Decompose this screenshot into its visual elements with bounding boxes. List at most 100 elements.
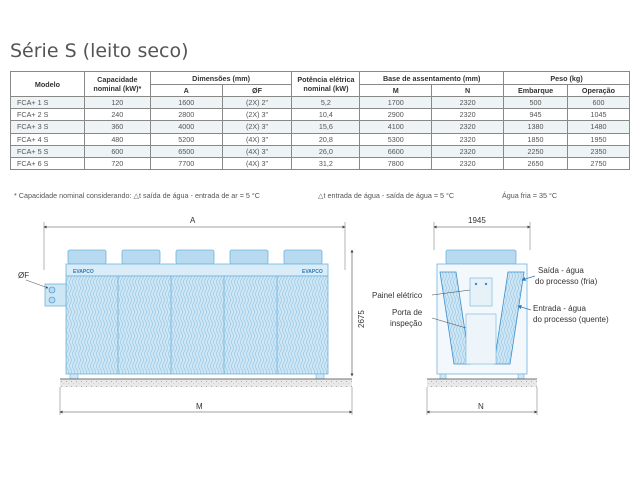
- callout-entrada-line2: do processo (quente): [533, 315, 609, 324]
- cell-potencia: 20,8: [291, 132, 361, 146]
- cell-capacidade: 240: [83, 108, 151, 122]
- table-row: FCA+ 6 S 720 7700 (4X) 3" 31,2 7800 2320…: [10, 156, 630, 171]
- footnote-delta-water: △t entrada de água - saída de água = 5 °…: [318, 191, 455, 200]
- cell-operacao: 1045: [567, 108, 630, 122]
- header-potencia: Potência elétrica nominal (kW): [291, 71, 361, 97]
- cell-operacao: 1480: [567, 120, 630, 134]
- table-row: FCA+ 2 S 240 2800 (2X) 3" 10,4 2900 2320…: [10, 108, 630, 122]
- fan-unit: [283, 249, 323, 265]
- cell-capacidade: 120: [83, 95, 151, 110]
- header-dim-a: A: [149, 84, 223, 97]
- panel-indicator-icon: [474, 282, 478, 286]
- cell-of: (4X) 3": [221, 156, 293, 171]
- ground-base: [427, 379, 537, 387]
- cell-embarque: 2250: [503, 144, 568, 158]
- cell-modelo: FCA+ 5 S: [10, 144, 85, 158]
- cell-capacidade: 480: [83, 132, 151, 146]
- callout-painel-leader: [431, 289, 471, 296]
- cell-of: (2X) 3": [221, 108, 293, 122]
- cell-m: 5300: [359, 132, 433, 146]
- cell-of: (4X) 3": [221, 144, 293, 158]
- dim-n-label: N: [478, 402, 484, 411]
- cell-potencia: 31,2: [291, 156, 361, 171]
- pipe-flange-icon: [48, 286, 56, 294]
- unit-coil-body: [65, 275, 329, 375]
- inspection-door: [465, 313, 497, 365]
- side-view: 1945 N Saída - água do processo (fria) P…: [372, 216, 609, 415]
- footnote-cold-water: Água fria = 35 °C: [502, 191, 558, 200]
- callout-saida-line2: do processo (fria): [535, 277, 598, 286]
- page-title: Série S (leito seco): [10, 40, 189, 62]
- dim-width-label: 1945: [468, 216, 486, 225]
- cell-embarque: 1850: [503, 132, 568, 146]
- unit-leg: [439, 373, 447, 380]
- cell-n: 2320: [431, 120, 505, 134]
- cell-n: 2320: [431, 95, 505, 110]
- fan-unit: [445, 249, 517, 265]
- cell-m: 4100: [359, 120, 433, 134]
- cell-a: 7700: [149, 156, 223, 171]
- fan-unit: [175, 249, 215, 265]
- cell-operacao: 600: [567, 95, 630, 110]
- unit-leg: [69, 373, 79, 380]
- unit-top-band: [65, 263, 329, 277]
- header-base: Base de assentamento (mm): [359, 71, 505, 85]
- fan-unit: [121, 249, 161, 265]
- cell-capacidade: 720: [83, 156, 151, 171]
- unit-leg: [315, 373, 325, 380]
- cell-n: 2320: [431, 108, 505, 122]
- cell-modelo: FCA+ 2 S: [10, 108, 85, 122]
- cell-of: (2X) 3": [221, 120, 293, 134]
- table-row: FCA+ 1 S 120 1600 (2X) 2" 5,2 1700 2320 …: [10, 95, 630, 110]
- cell-n: 2320: [431, 156, 505, 171]
- cell-capacidade: 600: [83, 144, 151, 158]
- header-peso-operacao: Operação: [567, 84, 630, 97]
- cell-m: 7800: [359, 156, 433, 171]
- pipe-connection: [44, 283, 67, 307]
- cell-of: (4X) 3": [221, 132, 293, 146]
- fan-unit: [67, 249, 107, 265]
- cell-n: 2320: [431, 144, 505, 158]
- header-peso-embarque: Embarque: [503, 84, 568, 97]
- header-capacidade: Capacidade nominal (kW)*: [83, 71, 151, 97]
- fan-unit: [229, 249, 269, 265]
- cell-m: 2900: [359, 108, 433, 122]
- cell-a: 4000: [149, 120, 223, 134]
- unit-leg: [517, 373, 525, 380]
- cell-a: 5200: [149, 132, 223, 146]
- header-base-m: M: [359, 84, 433, 97]
- callout-porta-line2: inspeção: [390, 319, 423, 328]
- table-row: FCA+ 3 S 360 4000 (2X) 3" 15,6 4100 2320…: [10, 120, 630, 134]
- cell-operacao: 2350: [567, 144, 630, 158]
- cell-potencia: 10,4: [291, 108, 361, 122]
- footnote-capacity: * Capacidade nominal considerando: △t sa…: [14, 191, 260, 200]
- brand-logo: EVAPCO: [302, 269, 323, 275]
- header-dimensoes: Dimensões (mm): [149, 71, 293, 85]
- cell-n: 2320: [431, 132, 505, 146]
- electrical-panel: [469, 277, 493, 307]
- callout-entrada-arrow: [517, 305, 532, 311]
- callout-painel: Painel elétrico: [372, 291, 423, 300]
- header-modelo: Modelo: [10, 71, 85, 97]
- panel-indicator-icon: [484, 282, 488, 286]
- dim-height-label: 2675: [357, 310, 366, 328]
- cell-operacao: 2750: [567, 156, 630, 171]
- header-dim-of: ØF: [221, 84, 293, 97]
- dim-of-label: ØF: [18, 271, 29, 280]
- callout-entrada-line1: Entrada - água: [533, 304, 586, 313]
- cell-a: 1600: [149, 95, 223, 110]
- cell-modelo: FCA+ 1 S: [10, 95, 85, 110]
- front-view: A 2675 EVAPCO EVAPCO ØF: [18, 216, 366, 415]
- specs-table: Modelo Capacidade nominal (kW)* Dimensõe…: [10, 71, 630, 171]
- technical-drawing: A 2675 EVAPCO EVAPCO ØF: [18, 216, 609, 415]
- cell-modelo: FCA+ 4 S: [10, 132, 85, 146]
- dim-of-leader: [25, 279, 49, 289]
- pipe-flange-icon: [48, 296, 56, 304]
- cell-potencia: 26,0: [291, 144, 361, 158]
- cell-embarque: 2650: [503, 156, 568, 171]
- cell-embarque: 945: [503, 108, 568, 122]
- brand-logo: EVAPCO: [73, 269, 94, 275]
- cell-potencia: 15,6: [291, 120, 361, 134]
- cell-a: 2800: [149, 108, 223, 122]
- callout-porta-line1: Porta de: [392, 308, 423, 317]
